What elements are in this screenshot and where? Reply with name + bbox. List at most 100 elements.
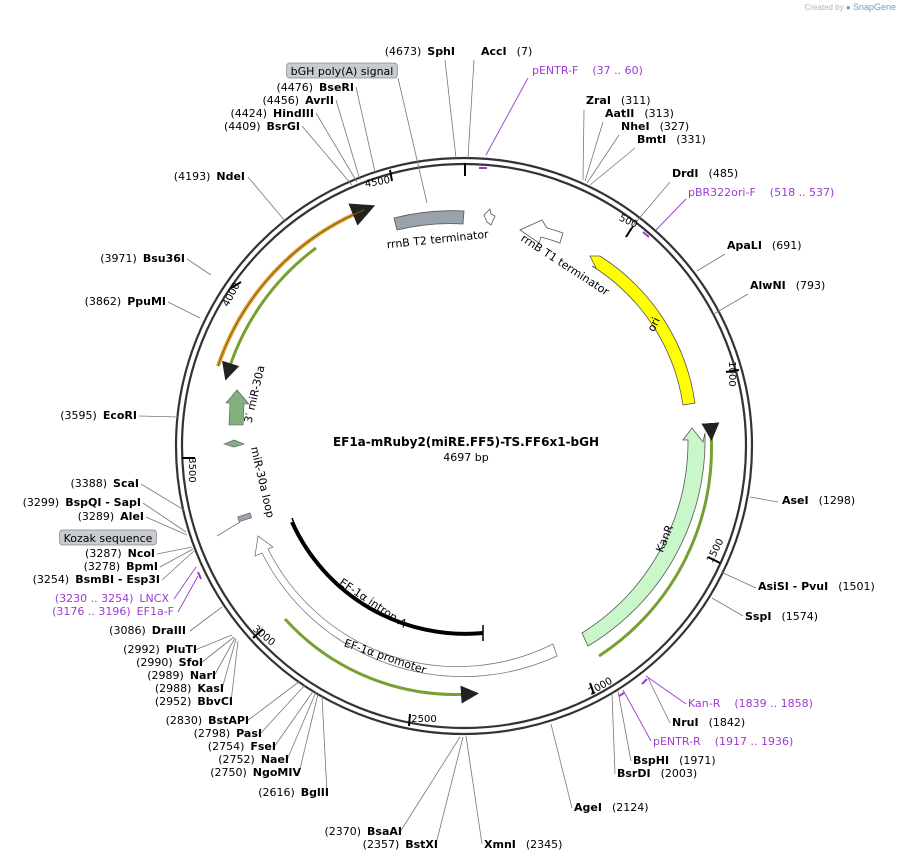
site-name[interactable]: PpuMI: [127, 295, 166, 308]
boxed-label-bgh-poly-a-signal[interactable]: bGH poly(A) signal: [286, 62, 398, 79]
site-alei[interactable]: AleI(3289): [78, 510, 144, 523]
site-naei[interactable]: NaeI(2752): [218, 753, 289, 766]
site-pasi[interactable]: PasI(2798): [194, 727, 262, 740]
site-name[interactable]: AccI: [481, 45, 507, 58]
site-name[interactable]: BsaAI: [367, 825, 402, 838]
primer-pentr-f[interactable]: pENTR-F(37 .. 60): [532, 64, 643, 77]
site-nari[interactable]: NarI(2989): [147, 669, 216, 682]
boxed-label-kozak-sequence[interactable]: Kozak sequence: [59, 529, 157, 546]
site-name[interactable]: ScaI: [113, 477, 139, 490]
site-sphi[interactable]: SphI(4673): [385, 45, 455, 58]
site-zrai[interactable]: ZraI(311): [586, 94, 651, 107]
site-name[interactable]: ZraI: [586, 94, 611, 107]
boxed-label-text[interactable]: Kozak sequence: [64, 532, 153, 545]
site-name[interactable]: FseI: [250, 740, 276, 753]
site-pluti[interactable]: PluTI(2992): [123, 643, 197, 656]
site-ncoi[interactable]: NcoI(3287): [85, 547, 155, 560]
site-bsmbi-esp3i[interactable]: BsmBI - Esp3I(3254): [33, 573, 160, 586]
site-name[interactable]: BspHI: [633, 754, 669, 767]
feature-label-rrnb-t2-terminator[interactable]: rrnB T2 terminator: [386, 228, 490, 252]
site-name[interactable]: ApaLI: [727, 239, 762, 252]
site-nhei[interactable]: NheI(327): [621, 120, 689, 133]
site-name[interactable]: AseI: [782, 494, 809, 507]
feature-label-ef-1-intron-a[interactable]: EF-1α intron A: [337, 576, 410, 631]
primer-name[interactable]: pBR322ori-F: [688, 186, 756, 199]
site-ndei[interactable]: NdeI(4193): [174, 170, 245, 183]
site-name[interactable]: NarI: [190, 669, 216, 682]
primer-lncx[interactable]: LNCX(3230 .. 3254): [55, 592, 170, 605]
site-asei[interactable]: AseI(1298): [782, 494, 855, 507]
site-name[interactable]: BstXI: [405, 838, 438, 851]
site-aatii[interactable]: AatII(313): [605, 107, 674, 120]
ori-feature[interactable]: [589, 255, 696, 406]
feature-label-3-mir-30a[interactable]: 3′ miR-30a: [242, 364, 268, 424]
primer-kan-r[interactable]: Kan-R(1839 .. 1858): [688, 697, 813, 710]
site-name[interactable]: AgeI: [574, 801, 602, 814]
primer-name[interactable]: pENTR-F: [532, 64, 578, 77]
site-scai[interactable]: ScaI(3388): [70, 477, 139, 490]
site-name[interactable]: BseRI: [319, 81, 354, 94]
site-bmti[interactable]: BmtI(331): [637, 133, 706, 146]
site-bsphi[interactable]: BspHI(1971): [633, 754, 716, 767]
site-apali[interactable]: ApaLI(691): [727, 239, 802, 252]
site-name[interactable]: AleI: [120, 510, 144, 523]
site-bglii[interactable]: BglII(2616): [258, 786, 329, 799]
rrnb-t2-feature[interactable]: [393, 210, 465, 231]
site-name[interactable]: DrdI: [672, 167, 699, 180]
site-name[interactable]: BbvCI: [197, 695, 233, 708]
primer-pentr-r[interactable]: pENTR-R(1917 .. 1936): [653, 735, 793, 748]
primer-name[interactable]: pENTR-R: [653, 735, 701, 748]
site-bseri[interactable]: BseRI(4476): [276, 81, 354, 94]
ef1a-intron-feature[interactable]: [290, 521, 484, 636]
green-feature-arc-left[interactable]: [222, 246, 317, 381]
site-alwni[interactable]: AlwNI(793): [750, 279, 825, 292]
site-bsrdi[interactable]: BsrDI(2003): [617, 767, 697, 780]
site-ngomiv[interactable]: NgoMIV(2750): [210, 766, 301, 779]
site-bpmi[interactable]: BpmI(3278): [84, 560, 158, 573]
site-name[interactable]: NheI: [621, 120, 650, 133]
site-name[interactable]: DraIII: [152, 624, 186, 637]
site-name[interactable]: BmtI: [637, 133, 666, 146]
primer-name[interactable]: Kan-R: [688, 697, 721, 710]
site-bstapi[interactable]: BstAPI(2830): [166, 714, 249, 727]
site-name[interactable]: XmnI: [484, 838, 516, 851]
site-name[interactable]: NdeI: [216, 170, 245, 183]
boxed-label-text[interactable]: bGH poly(A) signal: [291, 65, 394, 78]
site-name[interactable]: AvrII: [305, 94, 334, 107]
site-bsaai[interactable]: BsaAI(2370): [324, 825, 402, 838]
rrnb-t1-feature[interactable]: [519, 219, 564, 244]
kanr-feature[interactable]: [581, 427, 706, 647]
site-name[interactable]: BsrGI: [267, 120, 300, 133]
site-name[interactable]: KasI: [197, 682, 224, 695]
site-acci[interactable]: AccI(7): [481, 45, 532, 58]
site-bspqi-sapi[interactable]: BspQI - SapI(3299): [23, 496, 141, 509]
site-name[interactable]: PluTI: [166, 643, 197, 656]
primer-name[interactable]: LNCX: [139, 592, 169, 605]
site-name[interactable]: SspI: [745, 610, 771, 623]
site-name[interactable]: SphI: [427, 45, 455, 58]
site-name[interactable]: BspQI - SapI: [65, 496, 141, 509]
site-draiii[interactable]: DraIII(3086): [109, 624, 186, 637]
site-agei[interactable]: AgeI(2124): [574, 801, 649, 814]
ef1a-promoter-feature[interactable]: [254, 535, 558, 678]
site-bstxi[interactable]: BstXI(2357): [363, 838, 438, 851]
site-name[interactable]: SfoI: [179, 656, 203, 669]
site-bsrgi[interactable]: BsrGI(4409): [224, 120, 300, 133]
mir30a-3prime-feature[interactable]: [225, 389, 250, 426]
site-name[interactable]: BglII: [301, 786, 329, 799]
site-name[interactable]: PasI: [236, 727, 262, 740]
site-xmni[interactable]: XmnI(2345): [484, 838, 562, 851]
site-name[interactable]: HindIII: [273, 107, 314, 120]
site-sspi[interactable]: SspI(1574): [745, 610, 818, 623]
site-bsu36i[interactable]: Bsu36I(3971): [100, 252, 185, 265]
site-nrui[interactable]: NruI(1842): [672, 716, 745, 729]
feature-label-mir-30a-loop[interactable]: miR-30a loop: [248, 445, 277, 519]
site-fsei[interactable]: FseI(2754): [208, 740, 276, 753]
site-name[interactable]: AlwNI: [750, 279, 786, 292]
site-name[interactable]: NaeI: [261, 753, 289, 766]
site-ppumi[interactable]: PpuMI(3862): [85, 295, 166, 308]
site-name[interactable]: BsmBI - Esp3I: [75, 573, 160, 586]
site-name[interactable]: BsrDI: [617, 767, 651, 780]
site-kasi[interactable]: KasI(2988): [155, 682, 224, 695]
mir30a-loop-feature[interactable]: [223, 439, 245, 448]
